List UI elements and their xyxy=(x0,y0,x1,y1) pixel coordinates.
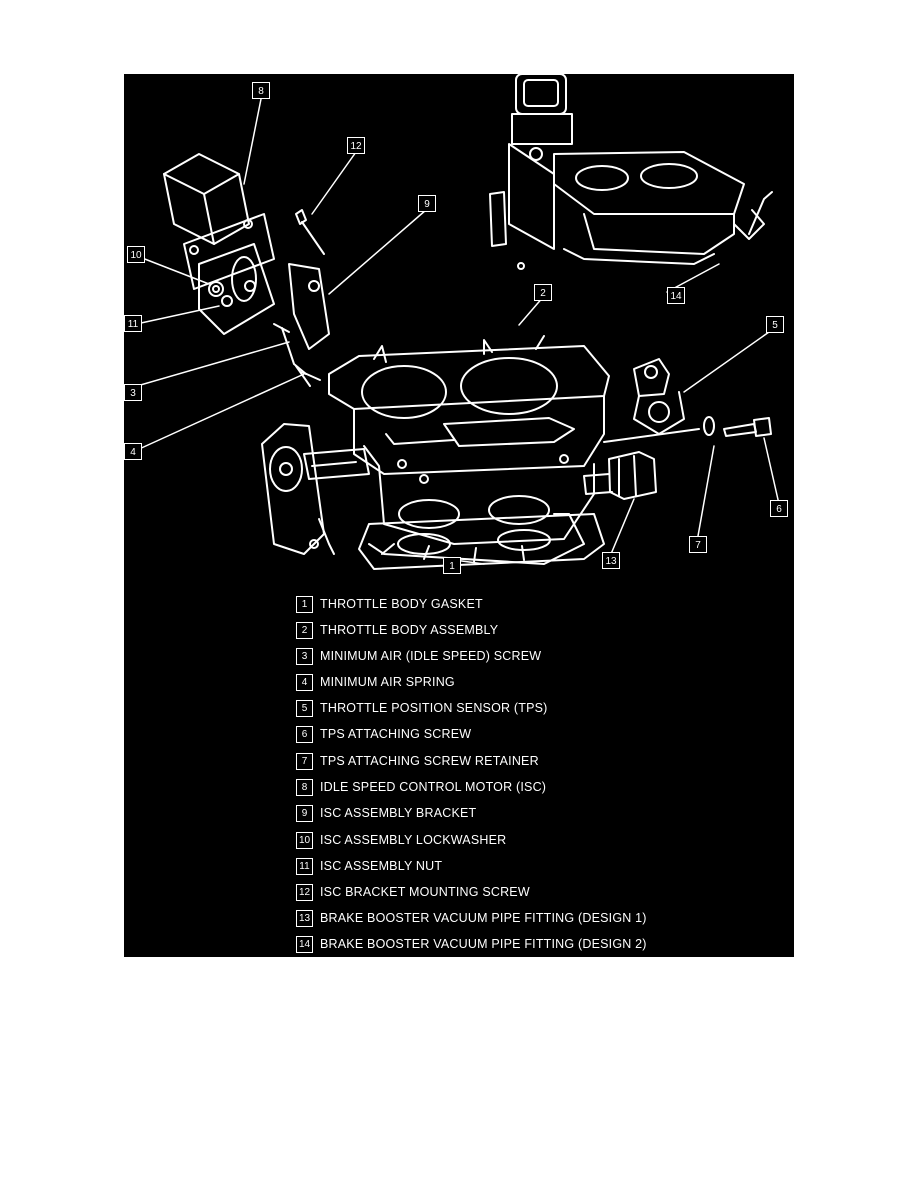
brake-booster-fitting-design-1 xyxy=(583,451,657,500)
exploded-diagram-panel: 8 12 9 10 11 3 4 2 14 5 6 7 13 1 1 THROT… xyxy=(124,74,794,957)
throttle-body-illustration xyxy=(136,74,780,570)
callout-7: 7 xyxy=(689,536,707,553)
callout-9: 9 xyxy=(418,195,436,212)
legend-number: 8 xyxy=(296,779,313,796)
main-throttle-body-design-1 xyxy=(328,335,610,565)
callout-14: 14 xyxy=(667,287,685,304)
legend-label: ISC BRACKET MOUNTING SCREW xyxy=(320,885,530,899)
legend-label: BRAKE BOOSTER VACUUM PIPE FITTING (DESIG… xyxy=(320,911,647,925)
legend-number: 14 xyxy=(296,936,313,953)
throttle-body-gasket xyxy=(358,513,605,570)
callout-13: 13 xyxy=(602,552,620,569)
legend-label: BRAKE BOOSTER VACUUM PIPE FITTING (DESIG… xyxy=(320,937,647,951)
legend-label: THROTTLE BODY GASKET xyxy=(320,597,483,611)
leader-lines xyxy=(136,98,780,565)
legend-number: 4 xyxy=(296,674,313,691)
legend-label: ISC ASSEMBLY BRACKET xyxy=(320,806,477,820)
legend-label: MINIMUM AIR (IDLE SPEED) SCREW xyxy=(320,649,542,663)
legend-number: 9 xyxy=(296,805,313,822)
legend-label: MINIMUM AIR SPRING xyxy=(320,675,455,689)
callout-5: 5 xyxy=(766,316,784,333)
idle-speed-screw-and-spring xyxy=(273,323,321,387)
legend-number: 10 xyxy=(296,832,313,849)
legend-number: 13 xyxy=(296,910,313,927)
legend-label: THROTTLE POSITION SENSOR (TPS) xyxy=(320,701,548,715)
legend-label: TPS ATTACHING SCREW xyxy=(320,727,472,741)
legend-number: 11 xyxy=(296,858,313,875)
callout-10: 10 xyxy=(127,246,145,263)
throttle-lever-linkage xyxy=(261,423,370,555)
legend-number: 12 xyxy=(296,884,313,901)
legend-number: 6 xyxy=(296,726,313,743)
legend-number: 7 xyxy=(296,753,313,770)
callout-12: 12 xyxy=(347,137,365,154)
callout-6: 6 xyxy=(770,500,788,517)
legend-label: THROTTLE BODY ASSEMBLY xyxy=(320,623,499,637)
legend-label: ISC ASSEMBLY NUT xyxy=(320,859,443,873)
callout-11: 11 xyxy=(124,315,142,332)
legend-label: ISC ASSEMBLY LOCKWASHER xyxy=(320,833,507,847)
inset-throttle-body-design-2 xyxy=(489,74,773,270)
legend-number: 5 xyxy=(296,700,313,717)
legend-label: IDLE SPEED CONTROL MOTOR (ISC) xyxy=(320,780,547,794)
callout-2: 2 xyxy=(534,284,552,301)
callout-8: 8 xyxy=(252,82,270,99)
callout-1: 1 xyxy=(443,557,461,574)
isc-motor-assembly xyxy=(163,153,330,350)
legend-number: 3 xyxy=(296,648,313,665)
tps-sensor-assembly xyxy=(603,358,772,443)
callout-3: 3 xyxy=(124,384,142,401)
legend-number: 1 xyxy=(296,596,313,613)
callout-4: 4 xyxy=(124,443,142,460)
legend-label: TPS ATTACHING SCREW RETAINER xyxy=(320,754,539,768)
legend-number: 2 xyxy=(296,622,313,639)
